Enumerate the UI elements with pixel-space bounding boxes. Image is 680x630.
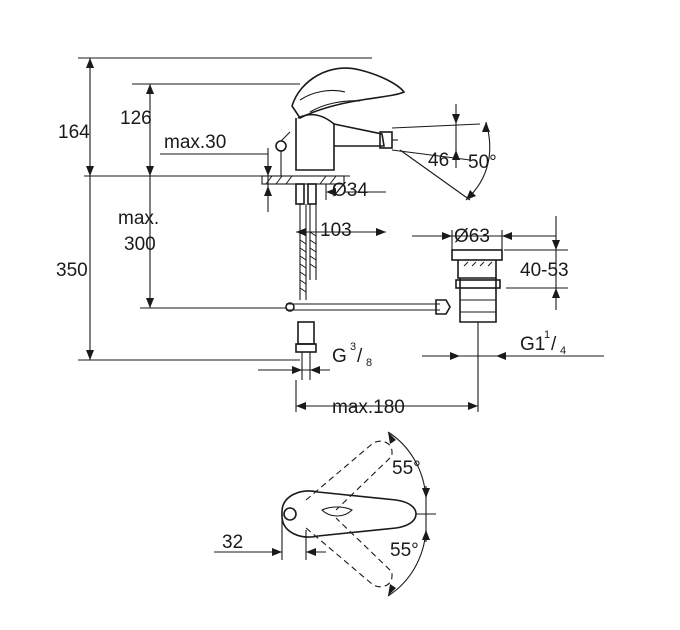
dim-55deg-top-label: 55° xyxy=(392,458,421,479)
svg-text:/: / xyxy=(357,346,363,367)
thread-g114-base: G1 xyxy=(520,334,545,355)
dim-103-label: 103 xyxy=(320,220,352,241)
mixer-side-view xyxy=(256,67,451,380)
thread-g38-label: G 3 / 8 xyxy=(332,341,372,369)
dim-max30-label: max.30 xyxy=(164,132,226,153)
dim-55deg-bottom-label: 55° xyxy=(390,540,419,561)
dimension-lines-side xyxy=(78,57,604,412)
dim-164-label: 164 xyxy=(58,122,90,143)
dim-126-label: 126 xyxy=(120,108,152,129)
lever-top-view xyxy=(214,431,436,597)
dimension-labels: 164 126 max.30 max. 300 350 46 50° Ø34 1… xyxy=(56,108,569,561)
thread-g114-den: 4 xyxy=(560,345,566,357)
dim-40-53-label: 40-53 xyxy=(520,260,569,281)
dim-max300-line1: max. xyxy=(118,208,159,229)
svg-text:/: / xyxy=(551,334,557,355)
dim-max300-line2: 300 xyxy=(124,234,156,255)
dim-32-label: 32 xyxy=(222,532,243,553)
waste-fitting xyxy=(451,249,503,323)
dim-max180-label: max.180 xyxy=(332,397,405,418)
dim-50deg-label: 50° xyxy=(468,152,497,173)
thread-g38-den: 8 xyxy=(366,357,372,369)
thread-g114-num: 1 xyxy=(544,329,550,341)
dim-46-label: 46 xyxy=(428,150,449,171)
thread-g38-base: G xyxy=(332,346,347,367)
thread-g38-num: 3 xyxy=(350,341,356,353)
dim-dia34-label: Ø34 xyxy=(332,180,368,201)
thread-g114-label: G1 1 / 4 xyxy=(520,329,566,357)
dim-dia63-label: Ø63 xyxy=(454,226,490,247)
dim-350-label: 350 xyxy=(56,260,88,281)
